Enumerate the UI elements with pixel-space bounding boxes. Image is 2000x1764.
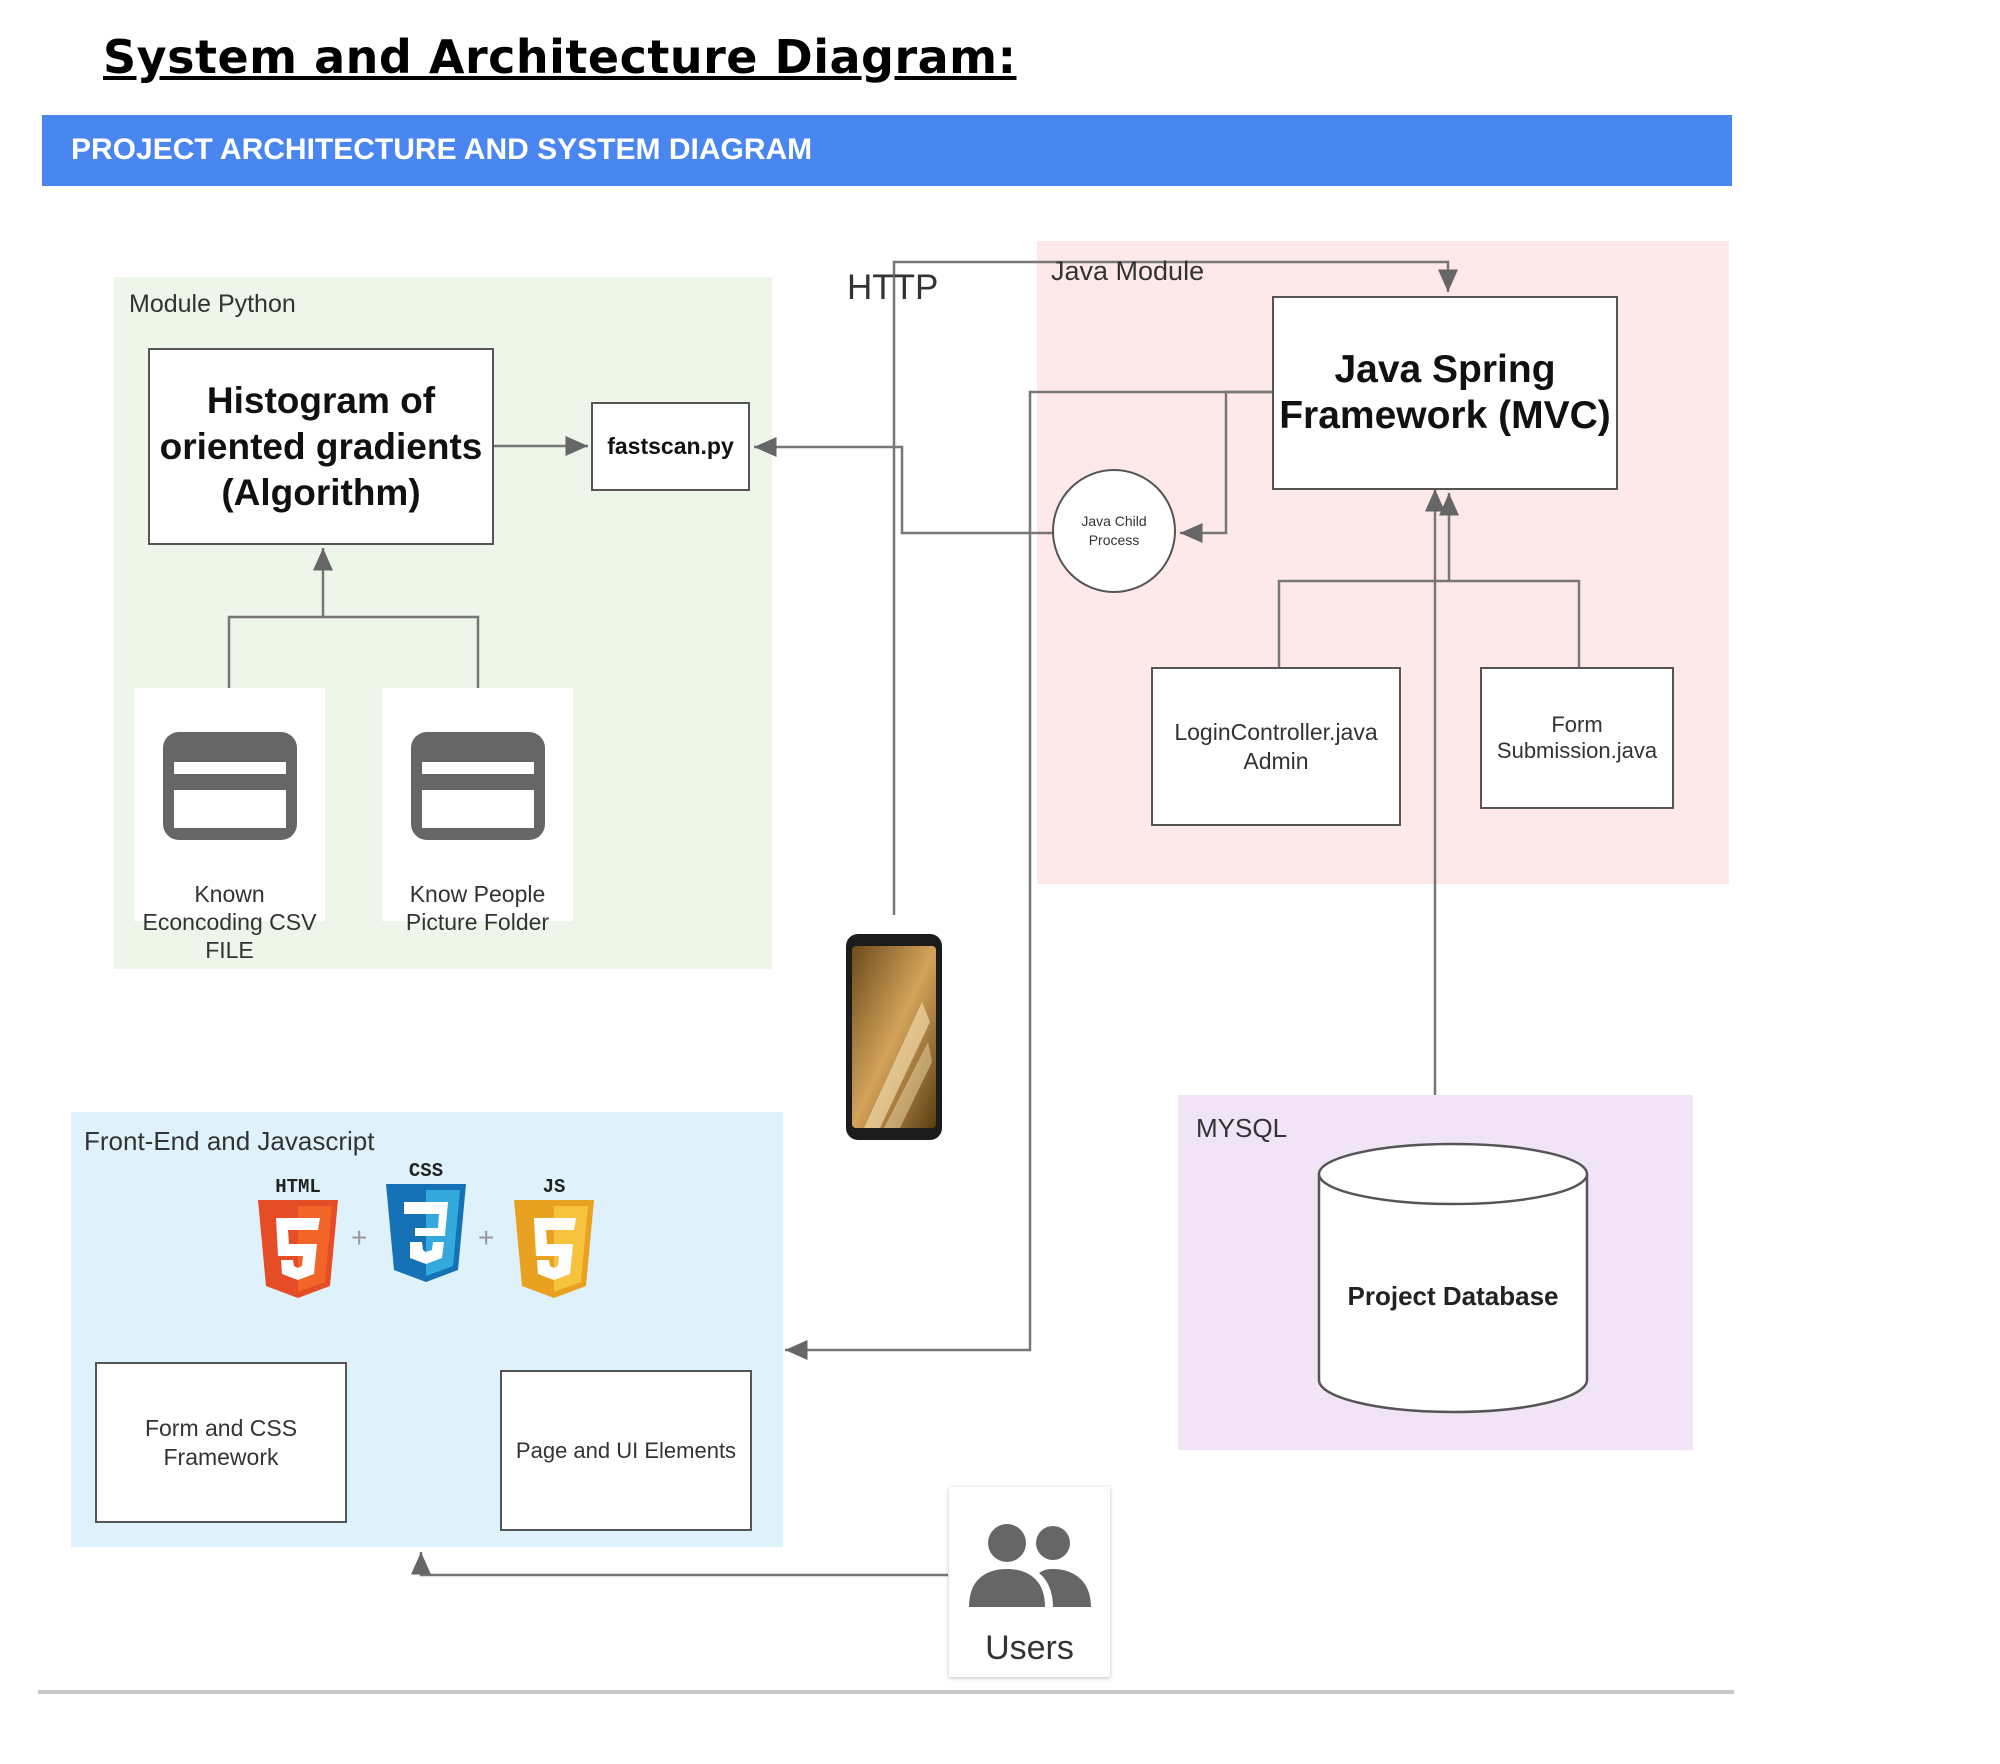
html5-badge-label: HTML: [275, 1176, 321, 1198]
login-controller-box: LoginController.java Admin: [1151, 667, 1401, 826]
smartphone-icon: [846, 934, 942, 1140]
known-encoding-label: Known Econcoding CSV FILE: [142, 881, 317, 963]
known-people-label: Know People Picture Folder: [405, 881, 550, 935]
page-ui-elements-box: Page and UI Elements: [500, 1370, 752, 1531]
database-icon: [1317, 1142, 1589, 1414]
css3-badge-label: CSS: [408, 1160, 444, 1182]
http-connector: [892, 260, 1458, 915]
credit-card-icon: [163, 732, 297, 840]
spring-to-child: [1180, 390, 1272, 543]
users-to-frontend: [411, 1552, 948, 1577]
html5-badge: HTML: [254, 1176, 342, 1301]
hog-algorithm-box: Histogram of oriented gradients (Algorit…: [148, 348, 494, 545]
java-child-process-label: Java Child Process: [1081, 513, 1147, 548]
child-to-fastscan: [754, 437, 1055, 535]
plus-sign: +: [351, 1222, 368, 1253]
form-submission-label: Form Submission.java: [1496, 712, 1658, 763]
js-icon: [514, 1200, 594, 1298]
users-card: Users: [949, 1487, 1110, 1677]
hog-algorithm-label: Histogram of oriented gradients (Algorit…: [159, 379, 483, 513]
known-encoding-card: Known Econcoding CSV FILE: [134, 688, 325, 963]
java-module-label: Java Module: [1051, 256, 1205, 286]
plus-sign: +: [478, 1222, 495, 1253]
login-controller-label: LoginController.java Admin: [1174, 718, 1378, 774]
users-label: Users: [985, 1629, 1074, 1667]
users-icon: [969, 1524, 1091, 1607]
project-database-label: Project Database: [1347, 1281, 1559, 1311]
page-title: System and Architecture Diagram:: [103, 30, 1017, 84]
fastscan-label: fastscan.py: [607, 433, 734, 459]
controllers-to-spring: [1277, 493, 1581, 667]
credit-card-icon: [411, 732, 545, 840]
java-spring-box: Java Spring Framework (MVC): [1272, 296, 1618, 490]
js-badge: JS: [510, 1176, 598, 1301]
mysql-label: MYSQL: [1196, 1113, 1288, 1143]
diagram-banner: PROJECT ARCHITECTURE AND SYSTEM DIAGRAM: [42, 115, 1732, 186]
frontend-label: Front-End and Javascript: [84, 1126, 375, 1156]
js-badge-label: JS: [542, 1176, 566, 1198]
page-ui-elements-label: Page and UI Elements: [515, 1437, 737, 1463]
known-people-card: Know People Picture Folder: [382, 688, 573, 935]
python-module-label: Module Python: [129, 290, 296, 318]
html5-icon: [258, 1200, 338, 1298]
spring-to-frontend: [785, 390, 1272, 1360]
form-submission-box: Form Submission.java: [1480, 667, 1674, 809]
banner-title: PROJECT ARCHITECTURE AND SYSTEM DIAGRAM: [71, 133, 813, 166]
fastscan-box: fastscan.py: [591, 402, 750, 491]
css3-badge: CSS: [382, 1160, 470, 1285]
form-css-framework-label: Form and CSS Framework: [144, 1414, 298, 1470]
form-css-framework-box: Form and CSS Framework: [95, 1362, 347, 1523]
java-child-process-node: Java Child Process: [1052, 469, 1176, 593]
java-spring-label: Java Spring Framework (MVC): [1279, 348, 1611, 437]
cards-to-histogram: [227, 548, 480, 688]
css3-icon: [386, 1184, 466, 1282]
http-label: HTTP: [847, 268, 939, 307]
bottom-divider: [38, 1690, 1734, 1694]
